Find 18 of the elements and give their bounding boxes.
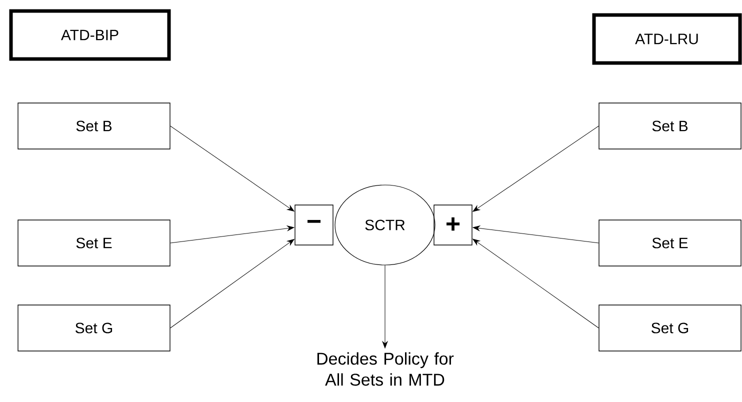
minus-box: − (294, 204, 334, 246)
set-box: Set G (18, 304, 170, 352)
arrow (472, 238, 599, 328)
arrow (472, 226, 599, 244)
set-box: Set B (18, 102, 170, 150)
title-box: ATD-BIP (9, 9, 171, 61)
title-box: ATD-LRU (592, 13, 742, 65)
set-box: Set E (598, 220, 742, 266)
policy-text: Decides Policy for All Sets in MTD (317, 352, 454, 386)
plus-box: + (434, 204, 472, 246)
arrow (170, 126, 294, 212)
arrow (382, 265, 388, 348)
set-box: Set G (598, 304, 742, 352)
arrow (170, 239, 294, 328)
arrow (472, 126, 599, 212)
set-box: Set E (18, 220, 170, 266)
arrow (170, 226, 294, 244)
set-box: Set B (598, 102, 742, 150)
